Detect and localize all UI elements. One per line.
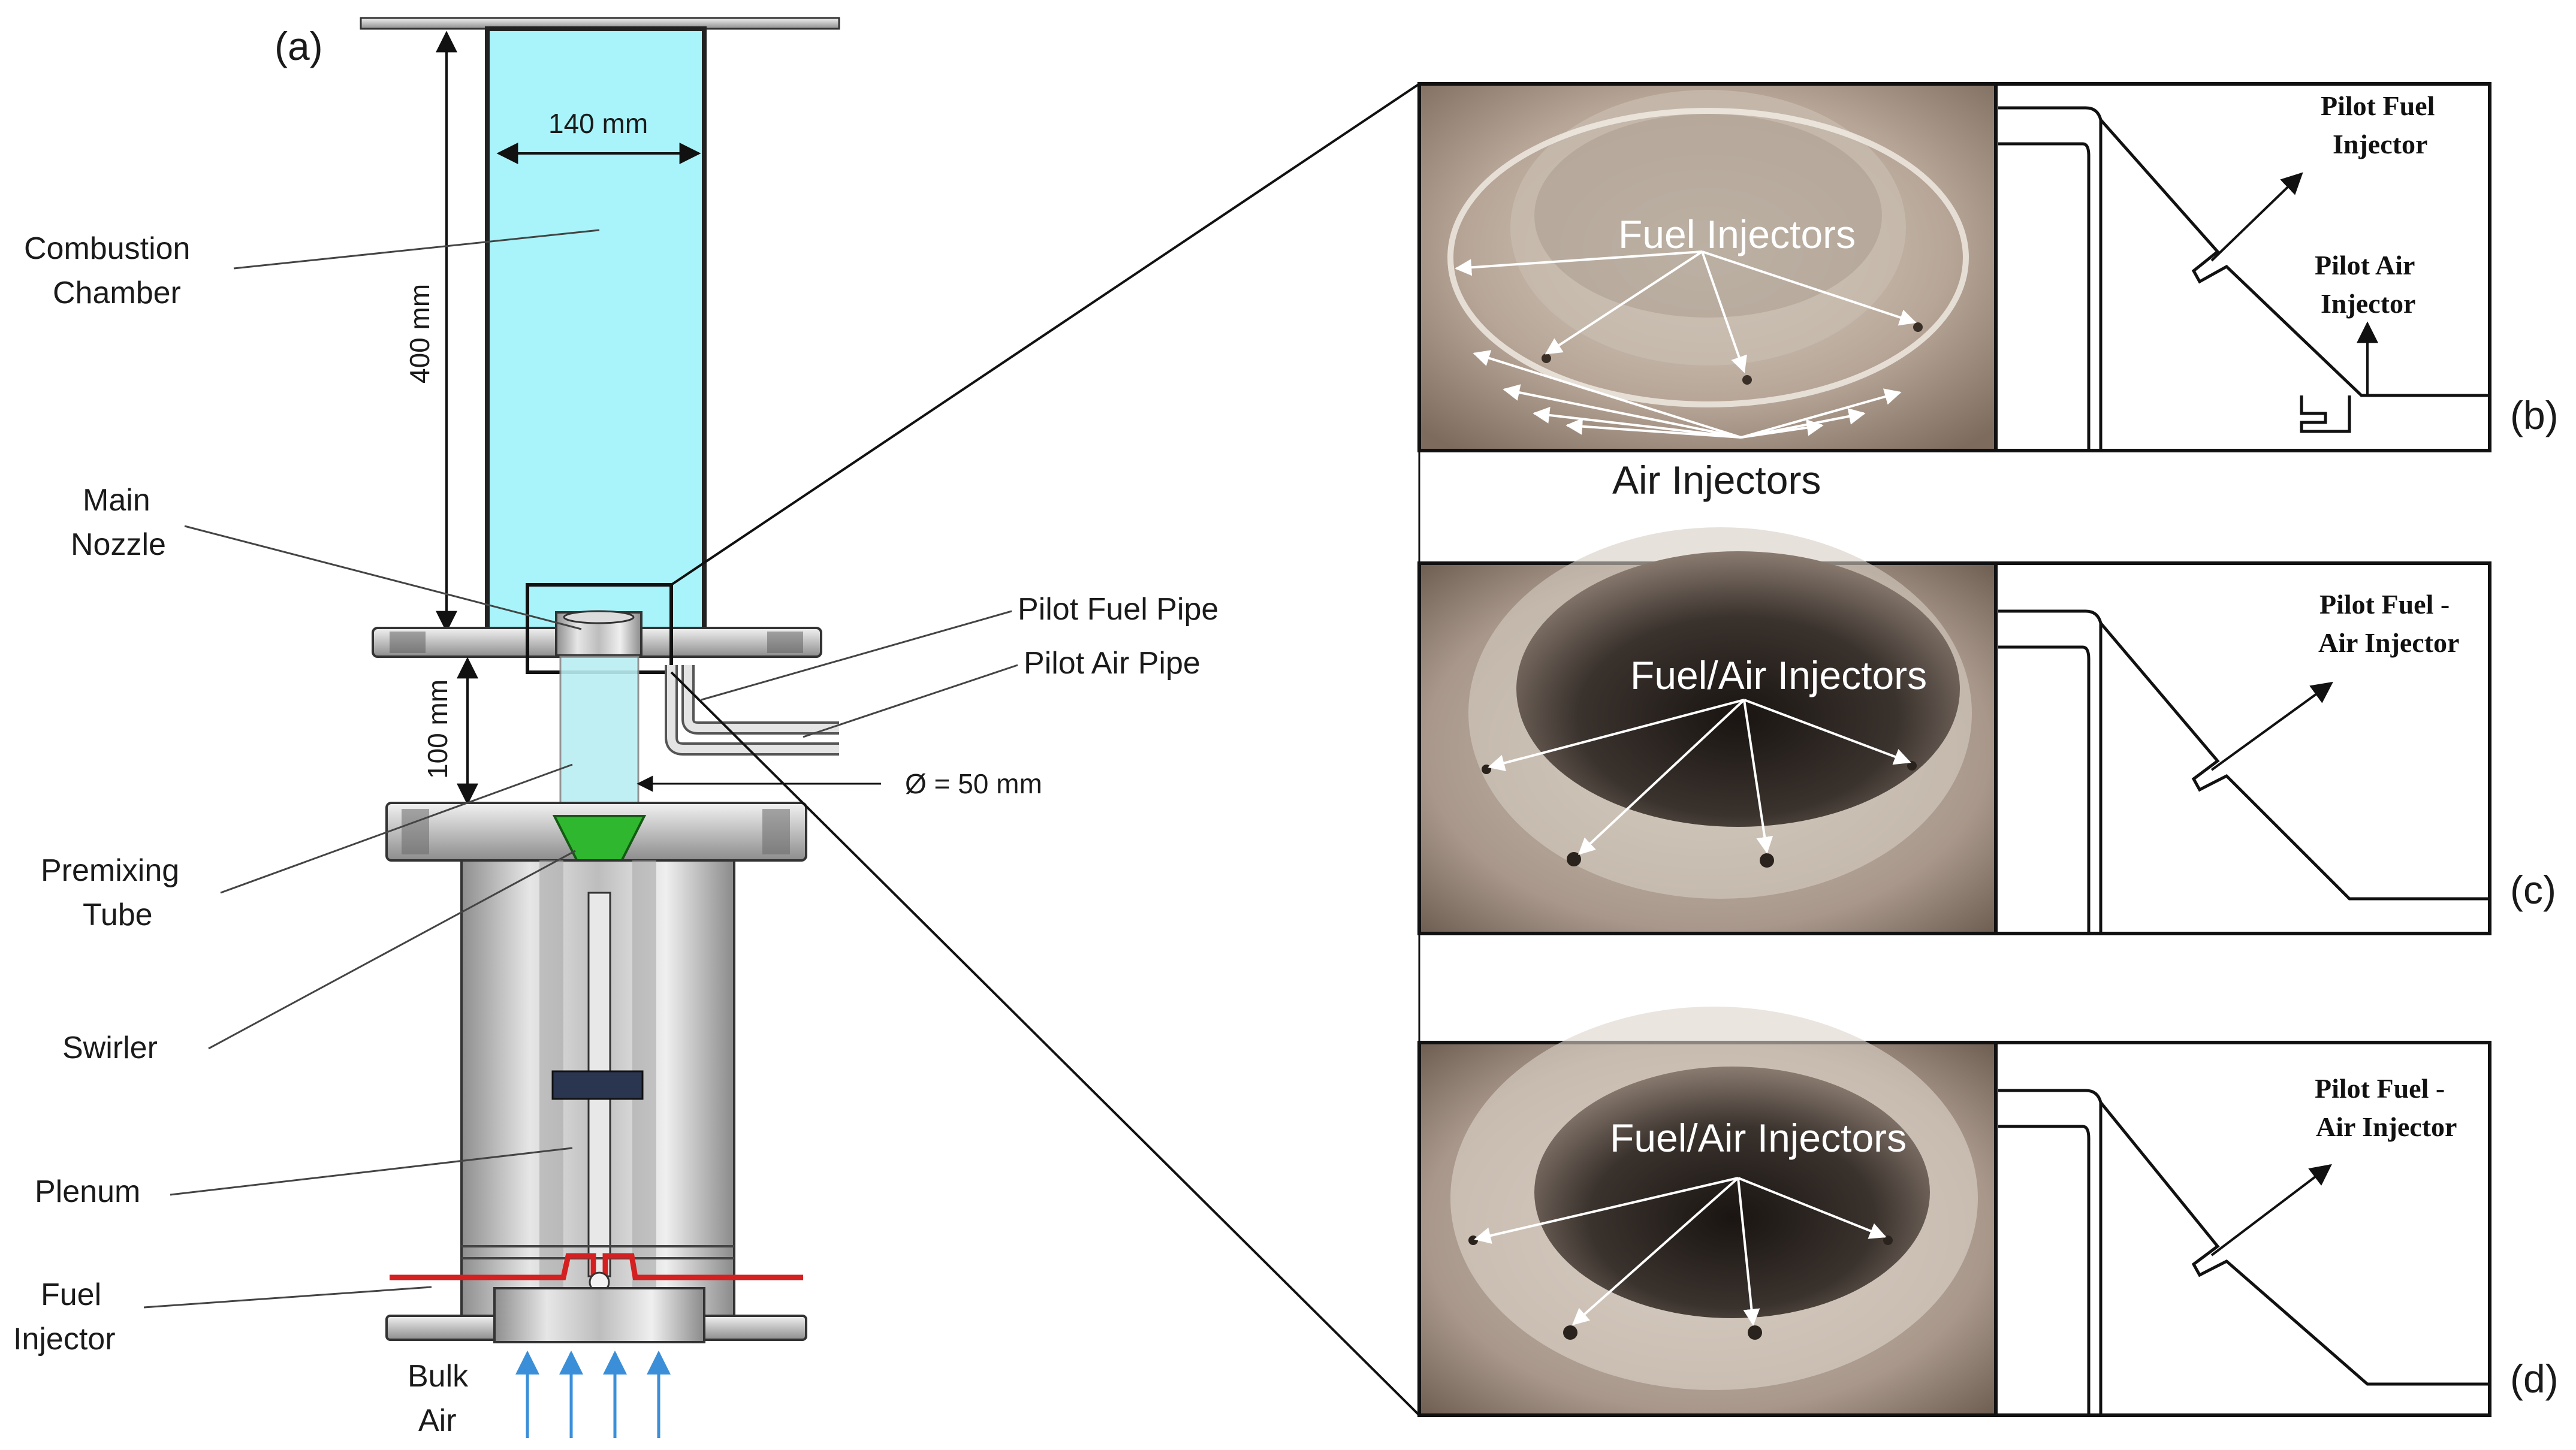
label-premixing-tube-1: Premixing bbox=[41, 853, 179, 888]
panel-c-arrows bbox=[1488, 699, 1911, 855]
panel-d-schematic bbox=[1994, 1041, 2491, 1417]
panel-b-tag: (b) bbox=[2510, 393, 2559, 437]
combustion-chamber bbox=[485, 26, 707, 636]
label-main-nozzle-1: Main bbox=[83, 483, 150, 518]
panel-d-injector-dots bbox=[1468, 1235, 1893, 1340]
panel-b-label2-2: Injector bbox=[2321, 288, 2415, 319]
dim-tube-length-label: 100 mm bbox=[422, 679, 453, 779]
label-bulk-air-1: Bulk bbox=[408, 1359, 469, 1394]
panel-d-label1-1: Pilot Fuel - bbox=[2315, 1073, 2445, 1104]
panel-b-below-label: Air Injectors bbox=[1612, 458, 1821, 502]
panel-c-label1-2: Air Injector bbox=[2318, 627, 2459, 658]
panel-b-label1-2: Injector bbox=[2333, 129, 2427, 159]
label-bulk-air-2: Air bbox=[418, 1403, 457, 1438]
panel-a-tag: (a) bbox=[275, 24, 323, 68]
panel-d-arrows bbox=[1474, 1177, 1887, 1326]
panel-c-nozzle-profile bbox=[1998, 609, 2103, 934]
label-combustion-chamber-1: Combustion bbox=[24, 231, 190, 266]
label-pilot-air-pipe: Pilot Air Pipe bbox=[1024, 646, 1200, 681]
panel-a: (a) 140 mm 400 mm 100 mm Ø = 50 mm bbox=[13, 17, 1218, 1438]
panel-d-photo-label: Fuel/Air Injectors bbox=[1610, 1116, 1907, 1160]
panel-b-label2-1: Pilot Air bbox=[2315, 250, 2415, 280]
label-swirler: Swirler bbox=[62, 1031, 158, 1065]
zoom-line-top bbox=[670, 83, 1420, 586]
zoom-line-bottom bbox=[670, 671, 1420, 1416]
panel-c-tag: (c) bbox=[2510, 868, 2556, 912]
premixing-tube bbox=[559, 655, 640, 814]
panel-c-photo-label: Fuel/Air Injectors bbox=[1630, 653, 1927, 697]
panel-d: Fuel/Air Injectors Pilot Fuel - Air Inje… bbox=[1417, 1007, 2559, 1417]
panel-d-label1-2: Air Injector bbox=[2316, 1111, 2457, 1142]
label-fuel-injector-1: Fuel bbox=[41, 1277, 101, 1312]
panel-b-label1-1: Pilot Fuel bbox=[2321, 90, 2435, 121]
label-plenum: Plenum bbox=[35, 1174, 140, 1209]
dim-chamber-width-label: 140 mm bbox=[548, 108, 648, 139]
label-combustion-chamber-2: Chamber bbox=[53, 276, 181, 310]
label-main-nozzle-2: Nozzle bbox=[71, 527, 166, 562]
panel-d-tag: (d) bbox=[2510, 1357, 2559, 1401]
bulk-air-arrows bbox=[515, 1351, 671, 1438]
panel-b-photo-label: Fuel Injectors bbox=[1618, 212, 1856, 256]
panel-b-arrows bbox=[1455, 250, 1917, 439]
label-pilot-fuel-pipe: Pilot Fuel Pipe bbox=[1018, 592, 1218, 627]
panel-d-nozzle-profile bbox=[1998, 1089, 2103, 1415]
panel-b-nozzle-profile bbox=[1998, 106, 2103, 451]
panel-d-hole bbox=[1534, 1067, 1930, 1318]
panel-c-label1-1: Pilot Fuel - bbox=[2319, 589, 2450, 620]
dim-tube-diameter-label: Ø = 50 mm bbox=[905, 768, 1042, 799]
label-fuel-injector-2: Injector bbox=[13, 1322, 116, 1357]
panel-c: Fuel/Air Injectors Pilot Fuel - Air Inje… bbox=[1417, 527, 2556, 935]
dim-chamber-height-label: 400 mm bbox=[404, 284, 435, 383]
pilot-fuel-pipe bbox=[665, 665, 839, 756]
panel-c-hole bbox=[1516, 551, 1960, 827]
label-premixing-tube-2: Tube bbox=[83, 898, 153, 932]
panel-b: Fuel Injectors Air Injectors Pilot Fuel … bbox=[1417, 82, 2559, 502]
